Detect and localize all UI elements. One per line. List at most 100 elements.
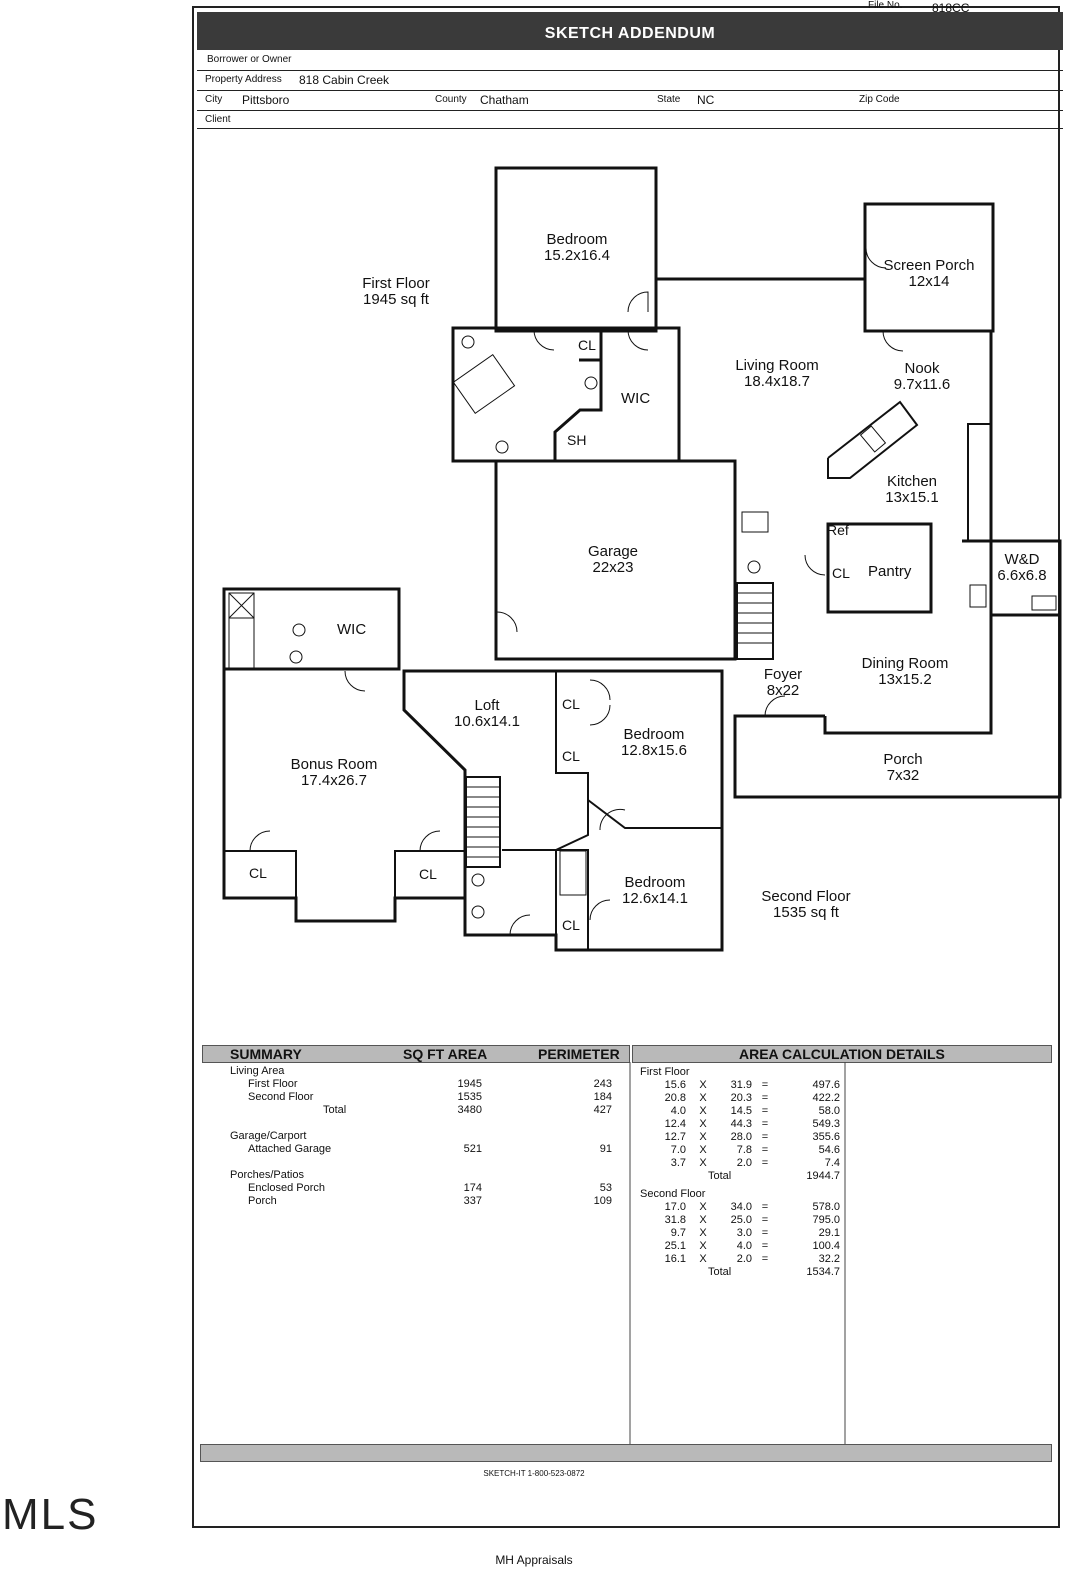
closet-label-bonus-left: CL [249,865,267,881]
calc-total-row: Total 1944.7 [708,1170,840,1182]
wd-wall [962,539,1062,615]
bedroom-divider [587,799,722,829]
borrower-row: Borrower or Owner [197,50,1063,71]
file-no-value: 818CC [932,1,970,15]
shower-wall [553,328,603,461]
calc-total-row: Total 1534.7 [708,1266,840,1278]
file-no-label: File No. [868,0,903,11]
kitchen-counter [967,423,992,542]
city-row: City Pittsboro County Chatham State NC Z… [197,90,1063,111]
hall-bath-wall [502,849,589,950]
second-floor-calc-label: Second Floor [640,1188,706,1200]
wic-label-bonus: WIC [337,621,367,638]
wic-label-master: WIC [621,390,651,407]
property-row: Property Address 818 Cabin Creek [197,70,1063,91]
summary-table: Living Area First Floor 1945 243 Second … [230,1065,630,1208]
summary-row: First Floor 1945 243 [248,1078,612,1090]
bonus-closet-left [224,850,297,898]
property-value: 818 Cabin Creek [299,73,390,87]
closet-label-pantry: CL [832,565,850,581]
first-stairs [736,582,774,660]
closet-label-bonus-right: CL [419,866,437,882]
client-label: Client [205,114,231,125]
bedroom-main-wall [494,166,658,333]
perimeter-header: PERIMETER [538,1046,620,1062]
shower-label: SH [567,432,587,448]
loft-closet-wall [555,671,589,935]
details-header: AREA CALCULATION DETAILS [739,1046,945,1062]
pantry-wall [826,522,933,614]
bonus-bath-wall [222,587,401,671]
summary-row: Total 3480 427 [323,1104,612,1116]
county-label: County [435,94,467,105]
second-stairs [465,776,501,868]
summary-row: Garage/Carport [230,1130,307,1142]
borrower-label: Borrower or Owner [207,54,292,65]
summary-header: SUMMARY [230,1046,302,1062]
closet-label-bedroom2-b: CL [562,748,580,764]
summary-header-bar: SUMMARY SQ FT AREA PERIMETER [202,1045,630,1063]
county-value: Chatham [480,93,529,107]
details-header-bar: AREA CALCULATION DETAILS [632,1045,1052,1063]
screen-porch-wall [863,202,995,333]
floor-plan-drawing [222,166,1062,952]
summary-footer-bar [200,1444,1052,1462]
summary-row: Living Area [230,1065,285,1077]
ref-label: Ref [827,522,849,538]
mls-watermark: MLS [2,1490,99,1539]
company-name: MH Appraisals [495,1553,573,1567]
bonus-closet-right [394,850,465,898]
state-label: State [657,94,681,105]
state-value: NC [697,93,715,107]
summary-row: Porches/Patios [230,1169,304,1181]
sketch-it-note: SKETCH-IT 1-800-523-0872 [483,1469,585,1478]
closet-label-master: CL [578,337,596,353]
summary-row: Porch 337 109 [248,1195,612,1207]
dining-wall [823,615,993,735]
zip-label: Zip Code [859,94,900,105]
pantry-label: Pantry [868,563,912,580]
first-floor-calc-label: First Floor [640,1066,690,1078]
city-value: Pittsboro [242,93,290,107]
sketch-addendum-title: SKETCH ADDENDUM [197,12,1063,50]
kitchen-island [827,400,919,479]
area-header: SQ FT AREA [403,1046,488,1062]
summary-row: Second Floor 1535 184 [248,1091,612,1103]
closet-label-bedroom3: CL [562,917,580,933]
closet-label-bedroom2-a: CL [562,696,580,712]
summary-row: Enclosed Porch 174 53 [248,1182,612,1194]
city-label: City [205,94,223,105]
client-row: Client [197,110,1063,129]
summary-row: Attached Garage 521 91 [248,1143,612,1155]
